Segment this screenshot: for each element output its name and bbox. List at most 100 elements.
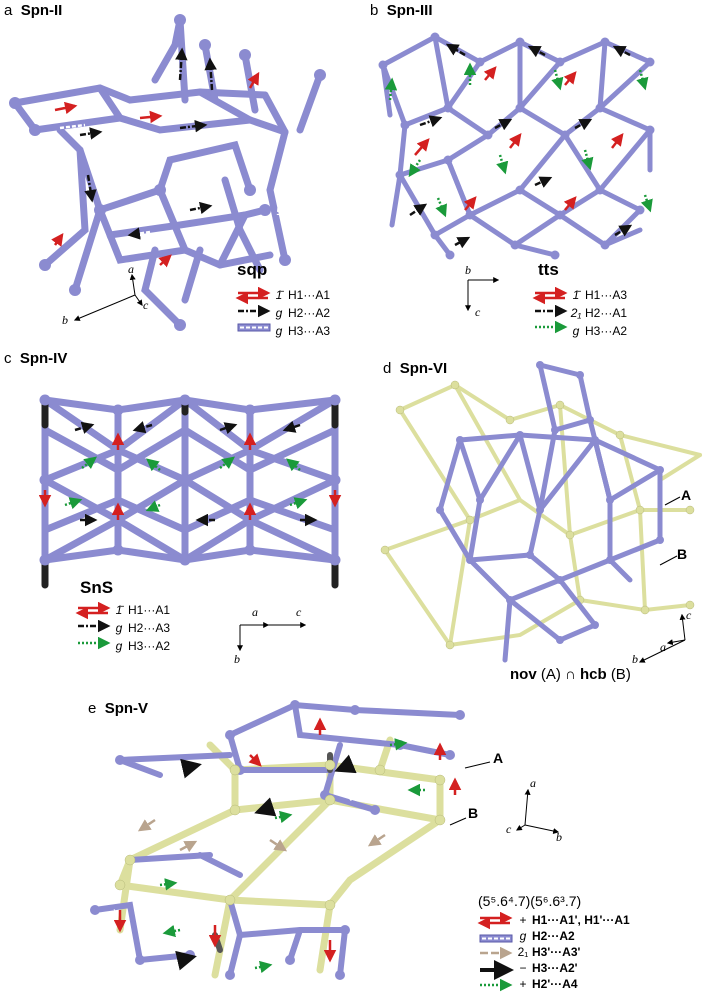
legend-row: g H2···A2 (514, 928, 630, 944)
legend-symbol: g (275, 306, 283, 320)
panel-c-axis-c: c (296, 605, 302, 619)
legend-label: H1···A1 (128, 603, 171, 617)
legend-row: −H3···A2' (514, 960, 630, 976)
legend-label: H3···A3 (288, 324, 331, 338)
legend-label: H3···A2 (585, 324, 628, 338)
legend-symbol: − (519, 961, 527, 975)
legend-row: g H3···A3 (270, 322, 330, 340)
panel-c-axis-b: b (234, 652, 240, 666)
legend-label: H2···A2 (532, 929, 575, 943)
panel-b-axis-b: b (465, 263, 471, 277)
panel-c-axis-a: a (252, 605, 258, 619)
legend-row: g H2···A2 (270, 304, 330, 322)
legend-label: H2···A3 (128, 621, 171, 635)
panel-d-axis-b: b (632, 652, 638, 666)
legend-label: H3···A2 (128, 639, 171, 653)
panel-a-topology: sqp (237, 260, 268, 279)
legend-symbol: g (115, 639, 123, 653)
legend-label: H2···A2 (288, 306, 331, 320)
legend-symbol: 1̄ (572, 288, 580, 302)
axes-indicators (73, 273, 686, 834)
panel-d-hcb-network (383, 382, 702, 648)
panel-d-caption: nov (A) ∩ hcb (B) (510, 666, 631, 683)
panel-c-header: c Spn-IV (4, 350, 67, 367)
panel-e-leaders (449, 761, 491, 826)
panel-b-header: b Spn-III (370, 2, 433, 19)
legend-label: H3'···A3' (532, 945, 581, 959)
legend-symbol: g (519, 929, 527, 943)
legend-row: 1̄ H1···A1 (110, 601, 170, 619)
panel-e-net-a-label: A (493, 750, 504, 766)
panel-e-yellow-nodes (114, 759, 446, 911)
legend-row: g H3···A2 (567, 322, 627, 340)
legend-symbol: g (572, 324, 580, 338)
legend-label: H1···A1 (288, 288, 331, 302)
panel-e-header: e Spn-V (88, 700, 148, 717)
legend-symbol: 2₁ (517, 945, 529, 959)
legend-symbol: 1̄ (115, 603, 123, 617)
panel-e-axis-c: c (506, 822, 512, 836)
legend-symbol: 1̄ (275, 288, 283, 302)
panel-e-point-symbol: (5⁵.6⁴.7)(5⁶.6³.7) (478, 893, 582, 909)
legend-symbol: g (115, 621, 123, 635)
panel-e-axis-b: b (556, 830, 562, 844)
panel-a-network (11, 16, 324, 329)
legend-label: H1···A3 (585, 288, 628, 302)
legend-label: H2'···A4 (532, 977, 578, 991)
legend-row: + H2'···A4 (514, 976, 630, 992)
panel-d-net-b-label: B (677, 546, 688, 562)
panel-d-caption-b: (B) (610, 666, 631, 683)
panel-d-net-a-label: A (681, 487, 692, 503)
panel-a-axis-c: c (143, 298, 149, 312)
legend-label: H2···A1 (585, 306, 628, 320)
panel-b-nodes (378, 32, 655, 260)
panel-c-letter: c (4, 350, 12, 367)
panel-a-nodes (9, 14, 326, 331)
panel-b-title: Spn-III (386, 2, 433, 19)
panel-a-header: a Spn-II (4, 2, 62, 19)
panel-d-caption-a: (A) ∩ (540, 666, 576, 683)
panel-d-axis-c: c (686, 608, 692, 622)
legend-row: g H2···A3 (110, 619, 170, 637)
panel-e-letter: e (88, 700, 97, 717)
panel-e-title: Spn-V (104, 700, 149, 717)
panel-e-arrows (104, 699, 462, 974)
panel-d-leaders (659, 496, 681, 566)
panel-c-title: Spn-IV (19, 350, 68, 367)
panel-e-net-b-label: B (468, 805, 479, 821)
panel-d-header: d Spn-VI (383, 360, 447, 377)
panel-d-nov-nodes (436, 361, 664, 644)
panel-d-letter: d (383, 360, 392, 377)
panel-d-caption-hcb: hcb (579, 666, 607, 683)
legend-glyphs (75, 286, 568, 992)
legend-symbol: g (275, 324, 283, 338)
panel-d-axis-a: a (660, 640, 666, 654)
legend-row: 1̄ H1···A1 (270, 286, 330, 304)
legend-symbol: + (519, 977, 527, 991)
legend-row: 1̄ H1···A3 (567, 286, 627, 304)
legend-row: + H1···A1', H1'···A1 (514, 912, 630, 928)
panel-b-arrows (384, 43, 653, 249)
legend-symbol: + (519, 913, 527, 927)
panel-a-letter: a (4, 2, 13, 19)
panel-b-letter: b (370, 2, 379, 19)
panel-c-arrows (38, 420, 342, 527)
panel-a-title: Spn-II (20, 2, 63, 19)
panel-d-title: Spn-VI (399, 360, 448, 377)
legend-row: g H3···A2 (110, 637, 170, 655)
panel-c-topology: SnS (80, 578, 114, 597)
panel-a-axis-a: a (128, 262, 134, 276)
panel-e-axis-a: a (530, 776, 536, 790)
legend-symbol: 2₁ (570, 306, 582, 320)
legend-label: H1···A1', H1'···A1 (532, 913, 630, 927)
panel-a-arrows (51, 47, 282, 301)
panel-b-axis-c: c (475, 305, 481, 319)
